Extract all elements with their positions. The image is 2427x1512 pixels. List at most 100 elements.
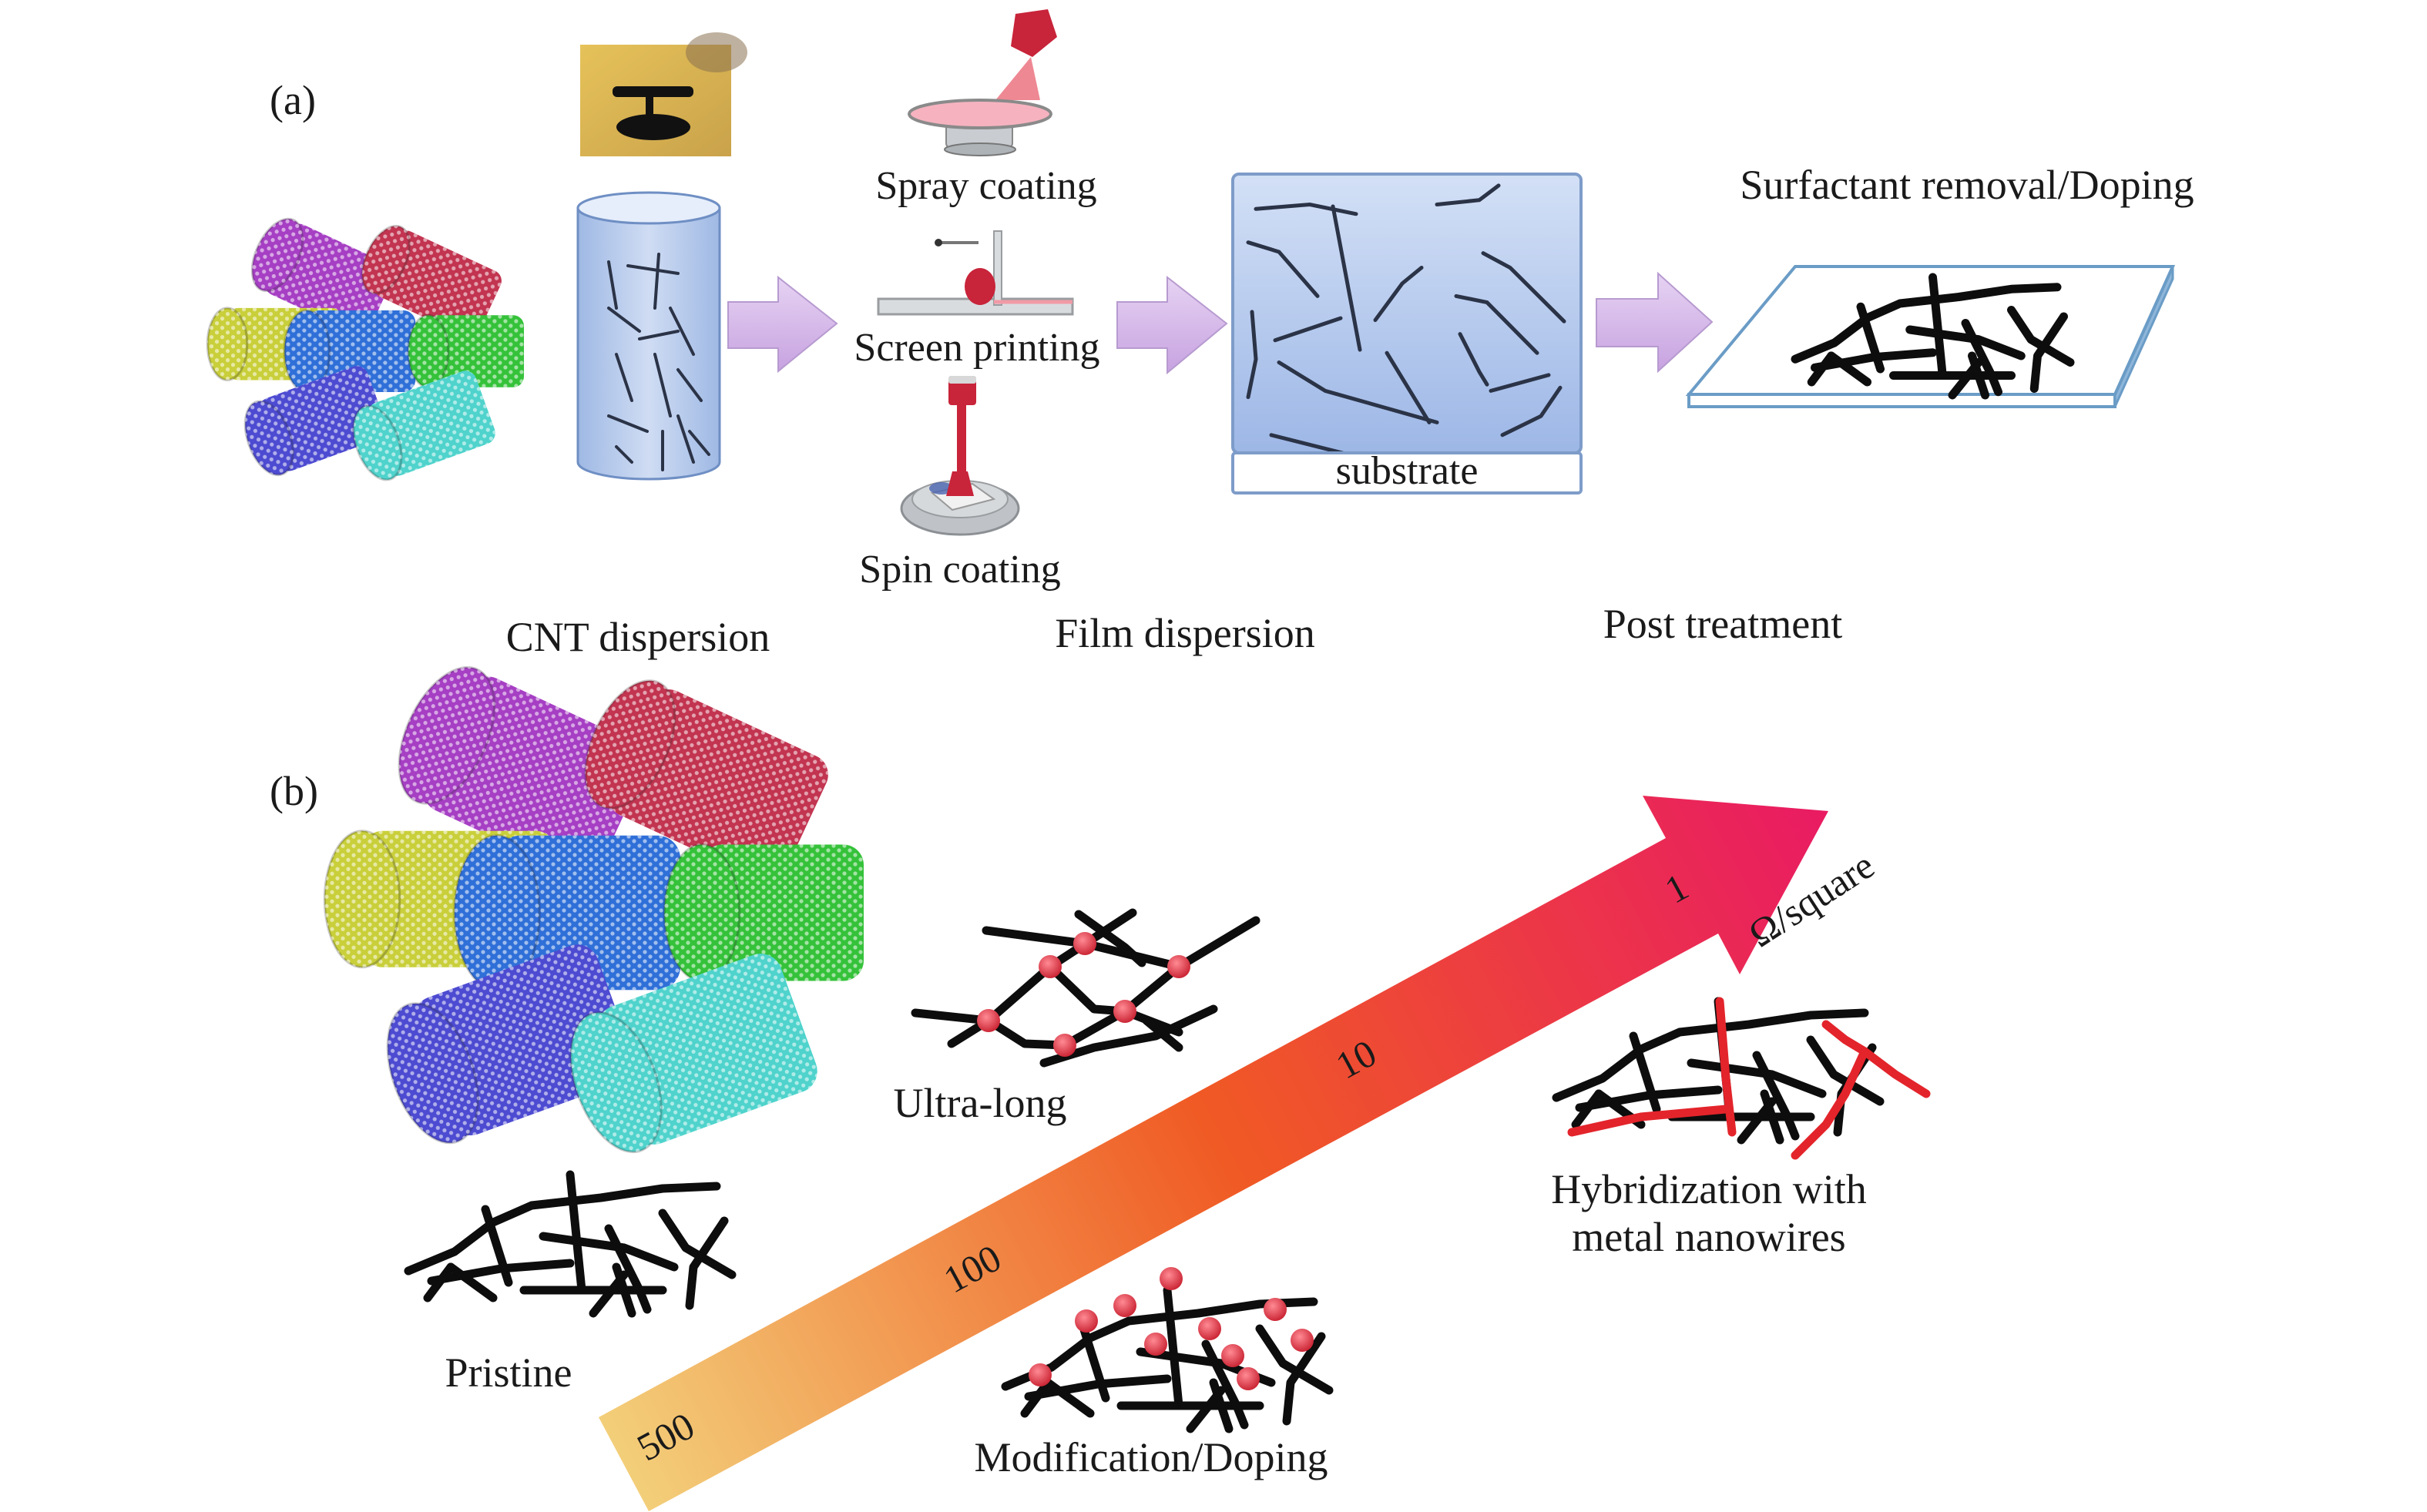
dopant-node — [1167, 955, 1190, 978]
nanotube-cap-lattice — [388, 1003, 478, 1143]
fiber — [607, 414, 649, 433]
cnt-strand — [423, 1262, 455, 1302]
nanotube — [453, 834, 680, 991]
cnt-strand — [1552, 1008, 1869, 1102]
dopant-node — [1237, 1367, 1260, 1390]
cnt-strand — [2007, 306, 2075, 367]
nanotube — [283, 309, 416, 394]
cnt-strand — [1905, 325, 2026, 360]
nanotube — [663, 843, 864, 982]
nanotube — [250, 217, 394, 335]
fiber — [607, 260, 618, 310]
fiber — [1458, 332, 1489, 387]
nanotube — [569, 954, 817, 1154]
fiber — [653, 353, 672, 417]
cnt-strand — [1209, 1378, 1234, 1433]
cnt-strand — [1163, 1286, 1183, 1410]
fiber — [653, 253, 660, 310]
nanotube — [352, 370, 495, 481]
vial-fibers — [607, 253, 710, 471]
fiber — [688, 430, 710, 456]
cnt-bundle-illustration — [206, 217, 525, 481]
cnt-strand — [1929, 273, 1947, 380]
cnt-network-treated — [1791, 273, 2075, 400]
cnt-strand — [1001, 1297, 1318, 1391]
dopant-node — [1198, 1317, 1221, 1340]
spray-coating-label: Spray coating — [875, 164, 1096, 208]
panel-b-label: (b) — [270, 768, 318, 814]
dopant-node — [977, 1009, 1000, 1032]
fiber — [676, 368, 703, 402]
panel-b: (b) 500 100 10 1 Ω/square Ultra-long Pri… — [270, 665, 1931, 1511]
nanotube-lattice — [428, 315, 525, 387]
fiber — [1385, 350, 1432, 424]
panel-a-label: (a) — [270, 77, 316, 123]
network-ultra-long — [911, 908, 1260, 1068]
dispersion-vial — [576, 191, 721, 481]
cnt-strand — [612, 1262, 636, 1318]
process-arrow-3 — [1596, 271, 1714, 374]
dopant-node — [1144, 1333, 1167, 1356]
nanotube-cap-lattice — [207, 307, 247, 381]
dispersion-photo — [580, 32, 747, 156]
dopant-node — [1075, 1309, 1098, 1333]
metal-nanowire — [1567, 1105, 1730, 1137]
cnt-strand — [481, 1205, 513, 1287]
fiber — [1500, 385, 1563, 438]
dopant-node — [1053, 1034, 1076, 1057]
fiber — [1489, 373, 1551, 393]
film-on-substrate — [1231, 173, 1583, 495]
nanotube — [398, 665, 646, 877]
cnt-bundle-illustration-large — [323, 665, 864, 1154]
cnt-strand — [1571, 1089, 1603, 1129]
fiber — [1273, 316, 1343, 343]
nanotube-cap-lattice — [585, 680, 675, 809]
fiber — [669, 307, 695, 356]
cnt-strand — [1807, 351, 1836, 387]
cnt-strand — [446, 1262, 498, 1302]
fiber — [607, 307, 641, 333]
dopant-node — [1160, 1267, 1183, 1290]
cnt-strand — [2029, 312, 2068, 393]
network-modification-doping — [1001, 1267, 1334, 1433]
dopant-node — [1029, 1363, 1052, 1386]
category-hybrid-line1: Hybridization with — [1551, 1166, 1866, 1212]
category-modification-doping: Modification/Doping — [975, 1434, 1328, 1480]
fiber — [1331, 204, 1362, 352]
nanotube-cap-lattice — [245, 401, 294, 475]
fiber — [1246, 240, 1320, 298]
nanotube-lattice — [497, 835, 680, 991]
cnt-strand — [1046, 962, 1183, 1037]
nanotube — [407, 313, 525, 389]
spin-coating-icon — [900, 376, 1020, 536]
category-ultra-long: Ultra-long — [894, 1080, 1067, 1126]
nanotube-cap-lattice — [571, 1012, 662, 1152]
fiber — [676, 414, 695, 464]
treated-film-plate — [1685, 265, 2176, 408]
stage-post-treatment: Post treatment — [1603, 601, 1842, 647]
nanotube-cap-lattice — [362, 226, 410, 293]
cnt-strand — [1791, 283, 2062, 364]
fiber — [1481, 251, 1566, 324]
substrate-label: substrate — [1336, 449, 1479, 493]
dopant-node — [1221, 1344, 1244, 1367]
dopant-node — [1291, 1329, 1314, 1352]
fiber — [1454, 293, 1539, 355]
cnt-strand — [539, 1232, 679, 1272]
spin-coating-label: Spin coating — [859, 548, 1060, 592]
nanotube-cap-lattice — [252, 219, 303, 291]
dopant-node — [1264, 1298, 1287, 1321]
stage-film-dispersion: Film dispersion — [1055, 610, 1315, 656]
network-pristine — [404, 1170, 737, 1318]
nanotube-cap-lattice — [664, 844, 740, 981]
fiber — [615, 353, 633, 402]
nanotube-cap-lattice — [353, 406, 401, 480]
metal-nanowire — [1791, 1047, 1869, 1160]
nanotube-cap-lattice — [408, 315, 448, 387]
post-step-label: Surfactant removal/Doping — [1740, 162, 2194, 208]
nanotube-cap-lattice — [324, 830, 400, 967]
nanotube-cap-lattice — [454, 835, 540, 991]
fiber — [1246, 310, 1258, 400]
cnt-strand — [1827, 351, 1871, 387]
